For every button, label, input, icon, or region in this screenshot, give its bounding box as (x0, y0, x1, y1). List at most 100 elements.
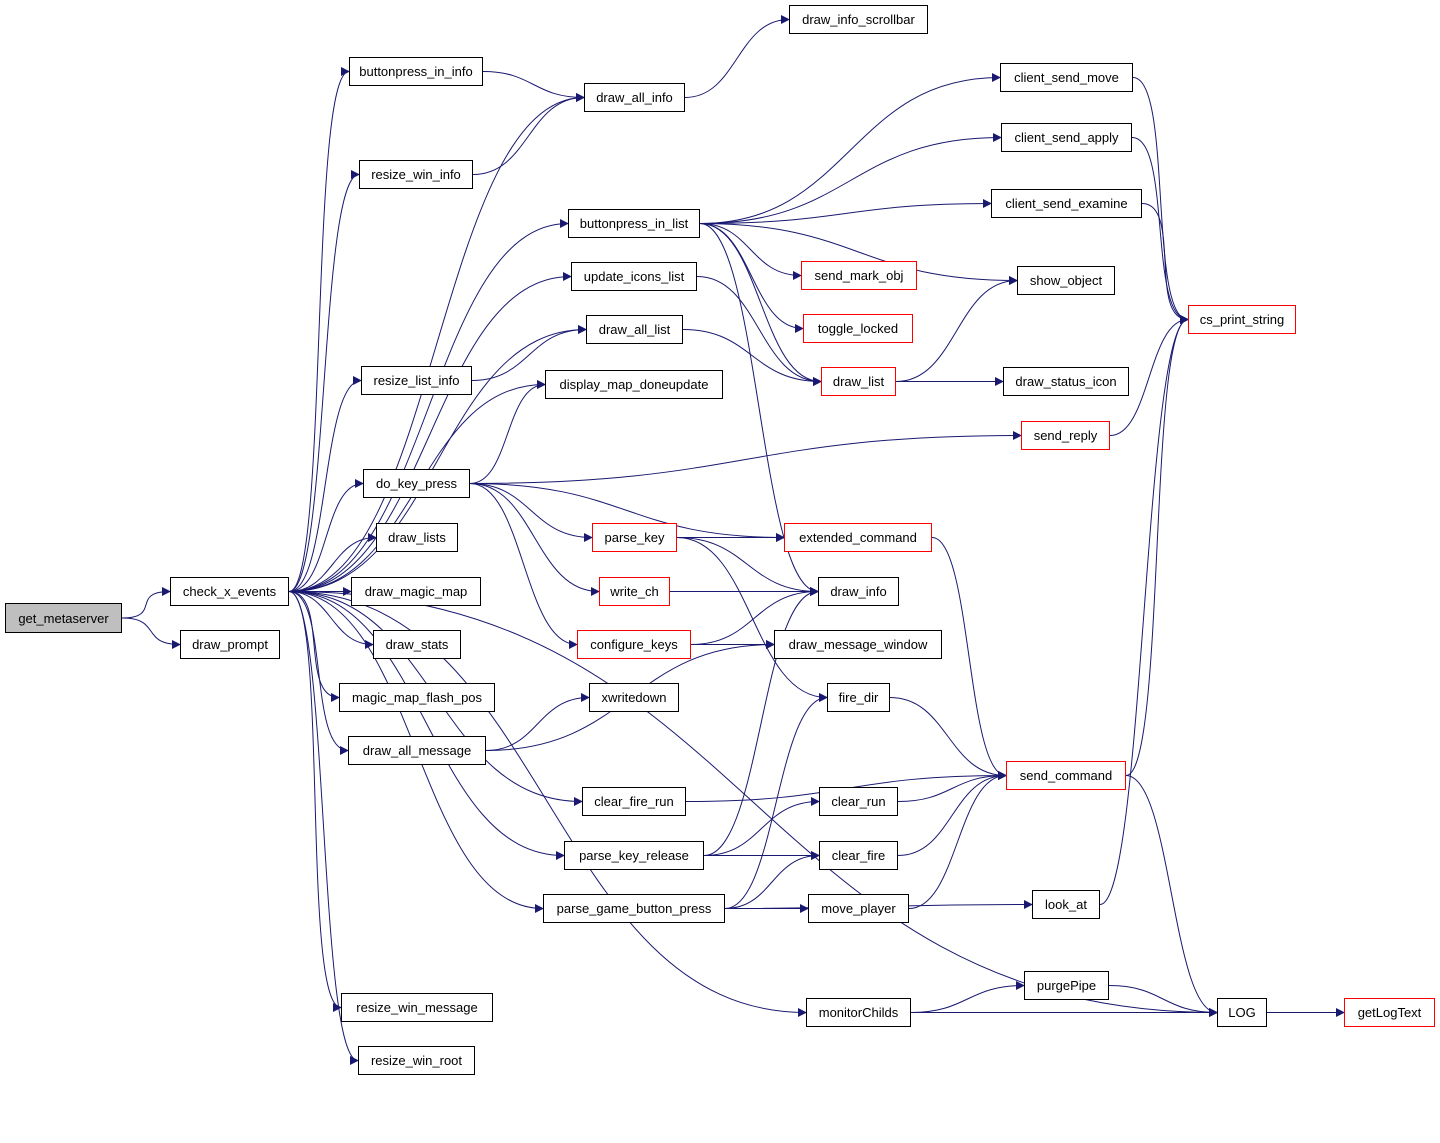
node-display_map_doneupdate[interactable]: display_map_doneupdate (545, 370, 723, 399)
node-draw_all_list[interactable]: draw_all_list (586, 315, 683, 344)
node-buttonpress_in_info[interactable]: buttonpress_in_info (349, 57, 483, 86)
node-send_reply[interactable]: send_reply (1021, 421, 1110, 450)
node-parse_key_release[interactable]: parse_key_release (564, 841, 704, 870)
node-parse_game_button_press[interactable]: parse_game_button_press (543, 894, 725, 923)
edge-send_reply-to-cs_print_string (1109, 315, 1189, 436)
edge-do_key_press-to-extended_command (469, 483, 785, 542)
node-extended_command[interactable]: extended_command (784, 523, 932, 552)
node-toggle_locked[interactable]: toggle_locked (803, 314, 913, 343)
node-check_x_events[interactable]: check_x_events (170, 577, 289, 606)
edge-check_x_events-to-monitorChilds (288, 591, 807, 1017)
node-draw_message_window[interactable]: draw_message_window (774, 630, 942, 659)
edge-parse_key-to-draw_info (676, 537, 819, 596)
node-label: draw_all_list (598, 322, 671, 337)
node-resize_list_info[interactable]: resize_list_info (361, 366, 472, 395)
node-label: parse_key_release (579, 848, 689, 863)
edge-check_x_events-to-resize_win_root (288, 591, 359, 1065)
edge-check_x_events-to-draw_all_list (288, 325, 587, 592)
edge-buttonpress_in_list-to-client_send_examine (699, 199, 992, 224)
node-getLogText[interactable]: getLogText (1344, 998, 1435, 1027)
node-label: monitorChilds (818, 1005, 899, 1020)
node-draw_status_icon[interactable]: draw_status_icon (1003, 367, 1129, 396)
node-label: draw_status_icon (1015, 374, 1117, 389)
node-send_command[interactable]: send_command (1006, 761, 1126, 790)
edge-send_command-to-LOG (1125, 775, 1218, 1017)
node-magic_map_flash_pos[interactable]: magic_map_flash_pos (339, 683, 495, 712)
node-label: check_x_events (182, 584, 277, 599)
node-do_key_press[interactable]: do_key_press (363, 469, 470, 498)
node-draw_list[interactable]: draw_list (821, 367, 896, 396)
node-label: draw_all_info (596, 90, 673, 105)
node-configure_keys[interactable]: configure_keys (577, 630, 691, 659)
node-draw_info_scrollbar[interactable]: draw_info_scrollbar (789, 5, 928, 34)
node-label: getLogText (1357, 1005, 1422, 1020)
node-draw_magic_map[interactable]: draw_magic_map (351, 577, 481, 606)
edge-resize_win_info-to-draw_all_info (472, 93, 585, 175)
node-clear_fire_run[interactable]: clear_fire_run (582, 787, 686, 816)
node-label: fire_dir (838, 690, 879, 705)
node-label: resize_win_root (370, 1053, 463, 1068)
edge-update_icons_list-to-draw_list (696, 276, 822, 386)
node-client_send_move[interactable]: client_send_move (1000, 63, 1133, 92)
node-draw_all_info[interactable]: draw_all_info (584, 83, 685, 112)
edge-check_x_events-to-resize_list_info (288, 376, 362, 592)
node-label: parse_game_button_press (556, 901, 712, 916)
node-clear_fire[interactable]: clear_fire (819, 841, 898, 870)
edge-client_send_apply-to-cs_print_string (1131, 137, 1189, 324)
edge-check_x_events-to-parse_key_release (288, 591, 565, 860)
edge-buttonpress_in_list-to-send_mark_obj (699, 223, 802, 280)
node-draw_lists[interactable]: draw_lists (376, 523, 458, 552)
node-look_at[interactable]: look_at (1032, 890, 1100, 919)
node-buttonpress_in_list[interactable]: buttonpress_in_list (568, 209, 700, 238)
edge-draw_list-to-show_object (895, 276, 1018, 382)
node-write_ch[interactable]: write_ch (599, 577, 670, 606)
node-label: client_send_move (1014, 70, 1119, 85)
node-xwritedown[interactable]: xwritedown (589, 683, 679, 712)
node-update_icons_list[interactable]: update_icons_list (571, 262, 697, 291)
node-show_object[interactable]: show_object (1017, 266, 1115, 295)
node-label: do_key_press (376, 476, 457, 491)
edge-get_metaserver-to-draw_prompt (121, 617, 181, 649)
node-label: clear_run (831, 794, 886, 809)
node-label: send_reply (1033, 428, 1098, 443)
node-client_send_examine[interactable]: client_send_examine (991, 189, 1142, 218)
edge-configure_keys-to-draw_info (690, 587, 819, 645)
node-resize_win_root[interactable]: resize_win_root (358, 1046, 475, 1075)
edge-do_key_press-to-parse_key (469, 483, 593, 542)
node-resize_win_message[interactable]: resize_win_message (341, 993, 493, 1022)
node-label: xwritedown (601, 690, 667, 705)
node-move_player[interactable]: move_player (808, 894, 909, 923)
node-purgePipe[interactable]: purgePipe (1024, 971, 1109, 1000)
edge-buttonpress_in_list-to-draw_info (699, 223, 819, 596)
node-label: extended_command (799, 530, 917, 545)
node-label: resize_win_info (371, 167, 461, 182)
edge-parse_key-to-fire_dir (676, 537, 828, 702)
node-label: show_object (1029, 273, 1103, 288)
node-resize_win_info[interactable]: resize_win_info (359, 160, 473, 189)
edge-parse_key_release-to-draw_info (703, 587, 819, 856)
node-client_send_apply[interactable]: client_send_apply (1001, 123, 1132, 152)
node-get_metaserver[interactable]: get_metaserver (5, 603, 122, 633)
edge-check_x_events-to-resize_win_info (288, 170, 360, 592)
node-draw_info[interactable]: draw_info (818, 577, 899, 606)
edge-clear_run-to-send_command (897, 771, 1007, 802)
node-label: LOG (1228, 1005, 1256, 1020)
node-cs_print_string[interactable]: cs_print_string (1188, 305, 1296, 334)
node-draw_stats[interactable]: draw_stats (373, 630, 461, 659)
node-parse_key[interactable]: parse_key (592, 523, 677, 552)
node-label: magic_map_flash_pos (351, 690, 483, 705)
node-fire_dir[interactable]: fire_dir (827, 683, 890, 712)
node-label: purgePipe (1036, 978, 1097, 993)
edge-check_x_events-to-draw_lists (288, 533, 377, 592)
node-LOG[interactable]: LOG (1217, 998, 1267, 1027)
node-label: resize_win_message (356, 1000, 478, 1015)
node-send_mark_obj[interactable]: send_mark_obj (801, 261, 917, 290)
node-draw_all_message[interactable]: draw_all_message (348, 736, 486, 765)
edge-look_at-to-cs_print_string (1099, 315, 1189, 905)
node-label: draw_prompt (192, 637, 268, 652)
node-monitorChilds[interactable]: monitorChilds (806, 998, 911, 1027)
node-label: display_map_doneupdate (559, 377, 709, 392)
node-clear_run[interactable]: clear_run (819, 787, 898, 816)
node-draw_prompt[interactable]: draw_prompt (180, 630, 280, 659)
